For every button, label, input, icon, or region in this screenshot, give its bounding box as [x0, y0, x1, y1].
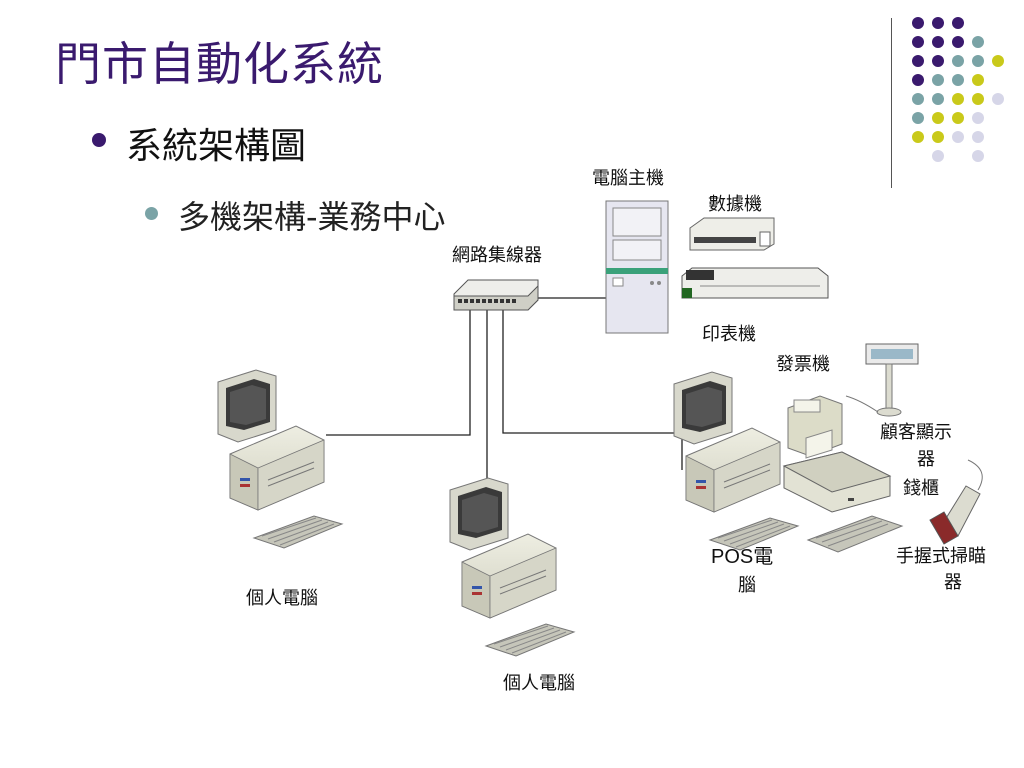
pos-keyboard-image: [806, 515, 904, 553]
label-printer: 印表機: [702, 324, 756, 345]
pc-center-image: [449, 477, 575, 657]
bullet-dot-level2: [145, 207, 158, 220]
label-scanner-1: 手握式掃瞄: [896, 546, 986, 567]
handheld-scanner-image: [929, 459, 983, 545]
network-cables: [326, 297, 683, 486]
label-customer-display-1: 顧客顯示: [880, 422, 952, 443]
decorative-dot-grid: [912, 17, 1004, 162]
slide-title: 門市自動化系統: [55, 37, 384, 91]
printer-image: [681, 267, 829, 299]
header-divider: [891, 18, 892, 188]
label-pc-center: 個人電腦: [503, 673, 575, 694]
network-hub-image: [453, 279, 539, 311]
label-customer-display-2: 器: [917, 449, 935, 470]
label-cash-drawer: 錢櫃: [903, 478, 939, 499]
label-hub: 網路集線器: [452, 245, 542, 266]
bullet-level1-text: 系統架構圖: [126, 126, 307, 167]
label-invoice: 發票機: [776, 354, 830, 375]
cash-drawer-image: [782, 451, 892, 513]
bullet-dot-level1: [92, 133, 106, 147]
label-host: 電腦主機: [592, 168, 664, 189]
label-data-machine: 數據機: [708, 194, 762, 215]
label-pos-2: 腦: [738, 575, 756, 596]
modem-image: [689, 217, 775, 251]
host-computer-image: [605, 200, 669, 334]
label-pc-left: 個人電腦: [246, 588, 318, 609]
invoice-printer-image: [787, 395, 843, 459]
label-scanner-2: 器: [944, 572, 962, 593]
bullet-level2-text: 多機架構-業務中心: [178, 198, 446, 236]
pc-left-image: [217, 369, 343, 549]
customer-display-image: [845, 343, 919, 417]
pos-pc-image: [673, 371, 799, 551]
label-pos-1: POS電: [711, 546, 774, 568]
